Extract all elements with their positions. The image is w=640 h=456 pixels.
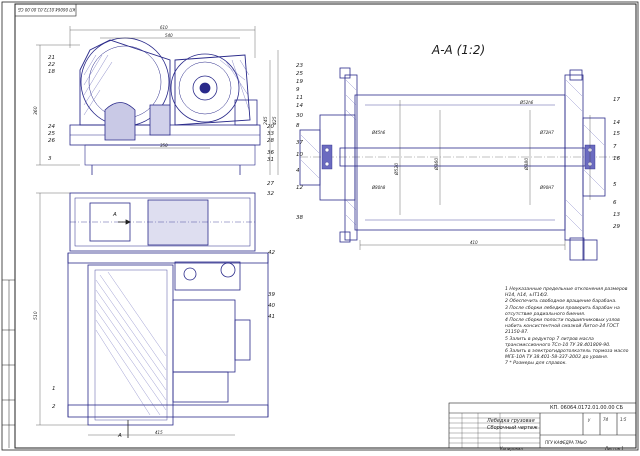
callout: 17 [613,97,620,103]
dim-text: 540 [165,33,173,38]
callout: 15 [613,131,620,137]
note: 5 Залить в редуктор 7 литров масла транс… [505,336,611,348]
callout: 28 [267,138,274,144]
callout: 41 [268,314,275,320]
callout: 33 [267,131,274,137]
callout: 42 [268,250,275,256]
front-view-hatch [83,54,250,116]
section-mark-upper: А [113,212,117,218]
corner-stamp-box [14,3,77,17]
dim-text: Ø80h8 [372,185,386,190]
callout: 14 [296,103,303,109]
callout: 23 [296,63,303,69]
plan-view-dims [36,192,235,436]
callout: 37 [296,140,303,146]
callout: 36 [267,150,274,156]
dim-text: 610 [160,25,168,30]
section-title: А-А (1:2) [432,43,486,57]
callout: 39 [268,292,275,298]
technical-requirements: 1 Неуказанные предельные отклонения разм… [505,287,635,368]
dim-text: 415 [155,430,163,435]
callout: 6 [613,200,617,206]
section-hatch [300,79,605,232]
callout: 8 [296,123,300,129]
callout: 22 [48,62,55,68]
callout: 25 [48,131,55,137]
inner-frame [14,3,637,449]
note: 2 Обеспечить свободное вращение барабана… [505,299,617,305]
callout: 20 [267,124,274,130]
corner-stamp: КП 06064.0172.01.00.00 СБ [18,7,76,12]
scale: 1:5 [620,417,627,422]
callout: 25 [296,71,303,77]
callout: 29 [613,224,620,230]
dim-text: Ø520 [395,162,400,175]
callout: 19 [296,79,303,85]
callout: 10 [296,152,303,158]
organization: ПГУ КАФЕДРА ТМиО [545,440,587,445]
callout: 14 [613,120,620,126]
callout: 16 [613,156,620,162]
callout: 21 [48,55,55,61]
note: 3 После сборки лебедки проверить барабан… [505,305,620,317]
doc-kind: Сборочный чертеж [487,425,538,431]
letter: у [588,417,591,422]
callout: 2 [52,404,56,410]
callout: 12 [296,185,303,191]
dim-text: 510 [34,311,39,320]
callout: 18 [48,69,55,75]
dim-text: 410 [470,240,478,245]
callout: 38 [296,215,303,221]
dim-text: Ø45h6 [372,130,386,135]
plan-view [67,192,269,426]
callout: 40 [268,303,275,309]
note: 7 * Размеры для справок. [505,361,567,367]
dim-text: Ø380 [525,157,530,170]
callout: 9 [296,87,300,93]
mass: 74 [603,417,609,422]
dim-text: Ø360 [435,157,440,170]
callout: 7 [613,144,617,150]
dim-text: 360 [34,106,39,115]
copied-label: Копировал [500,446,523,451]
note: 1 Неуказанные предельные отклонения разм… [505,287,628,299]
section-view [299,67,620,261]
callout: 27 [267,181,274,187]
callout: 24 [48,124,55,130]
plan-view-hatch [95,271,167,416]
note: 6 Залить в электрогидротолкатель тормоза… [505,349,629,361]
callout: 11 [296,95,303,101]
note: 4 После сборки полости подшипниковых узл… [505,318,620,336]
dim-text: Ø90H7 [540,185,554,190]
callout: 13 [613,212,620,218]
doc-code: КП. 06064.0172.01.00.00 СБ [550,405,624,411]
callout: 1 [52,386,56,392]
product-name: Лебедка грузовая [487,418,535,424]
front-view [69,37,261,175]
dim-text: 350 [160,143,168,148]
title-block [448,402,637,449]
sheet-count: Листов 1 [605,446,624,451]
callout: 4 [296,168,300,174]
section-dims [359,100,591,250]
dim-text: Ø52h6 [520,100,534,105]
dim-text: Ø72H7 [540,130,554,135]
callout: 3 [48,156,52,162]
callout: 31 [267,157,274,163]
callout: 32 [267,191,274,197]
section-mark-lower: А [118,433,122,439]
callout: 26 [48,138,55,144]
callout: 30 [296,113,303,119]
front-view-dims [36,26,279,175]
callout: 5 [613,182,617,188]
